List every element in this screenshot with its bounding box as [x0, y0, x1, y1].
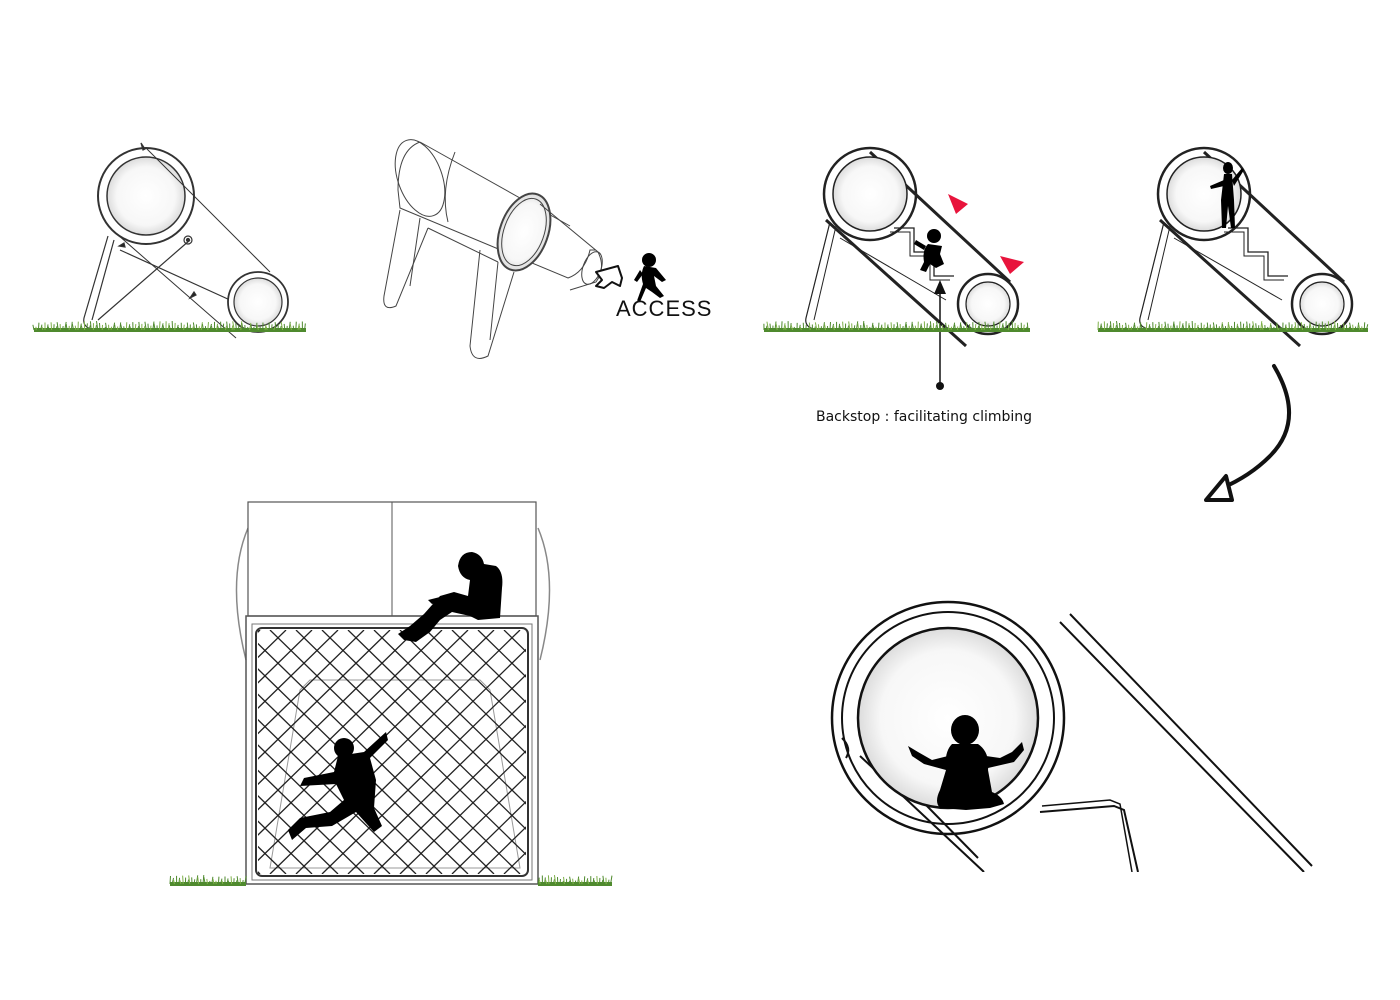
warning-triangle-icon: [948, 194, 1024, 274]
access-arrow-icon: [595, 265, 623, 289]
panel-drum-closeup: [830, 600, 1330, 892]
child-jumping-silhouette: [288, 732, 388, 840]
child-climbing-silhouette: [914, 229, 944, 272]
backstop-pointer: [934, 280, 946, 390]
baby-sitting-silhouette: [908, 715, 1024, 810]
panel-side-view: [83, 142, 289, 339]
person-standing-silhouette: [1210, 162, 1244, 228]
grass-strip: [763, 320, 1369, 332]
backstop-label: Backstop : facilitating climbing: [816, 409, 1032, 425]
panel-standing-view: [1139, 146, 1354, 348]
child-running-silhouette: [634, 253, 666, 302]
net-mesh: [258, 630, 526, 874]
panel-perspective-view: [383, 139, 603, 359]
panel-climbing-view: [805, 146, 1020, 348]
person-sitting-silhouette: [398, 552, 503, 642]
grass-strip: [32, 320, 306, 332]
grass-strip: [169, 875, 613, 886]
access-label: ACCESS: [616, 296, 712, 321]
curved-arrow-icon: [1204, 364, 1292, 502]
